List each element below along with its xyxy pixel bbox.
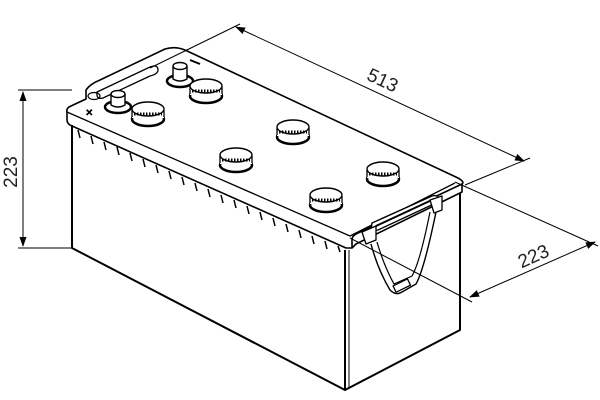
length-label: 513 (364, 65, 402, 97)
cell-cap-1 (130, 101, 166, 128)
cell-cap-2 (188, 78, 224, 105)
cell-cap-3 (218, 147, 254, 174)
positive-terminal (103, 89, 133, 115)
lid-vent-teeth (77, 129, 341, 253)
vent-slot (96, 65, 159, 100)
cell-cap-4 (275, 119, 311, 146)
negative-symbol-mark (189, 59, 201, 65)
height-dimension: 223 (1, 89, 72, 249)
cell-cap-5 (308, 187, 344, 214)
battery-lid (66, 112, 463, 249)
length-dimension: 513 (149, 23, 531, 186)
battery-front-face (71, 125, 346, 391)
width-label: 223 (515, 241, 553, 273)
battery-side-face (344, 193, 461, 391)
carry-handle (361, 194, 443, 295)
negative-terminal (165, 61, 195, 89)
cell-caps (130, 78, 401, 214)
battery-body (66, 46, 464, 391)
height-label: 223 (1, 156, 22, 188)
cell-cap-6 (365, 161, 401, 188)
